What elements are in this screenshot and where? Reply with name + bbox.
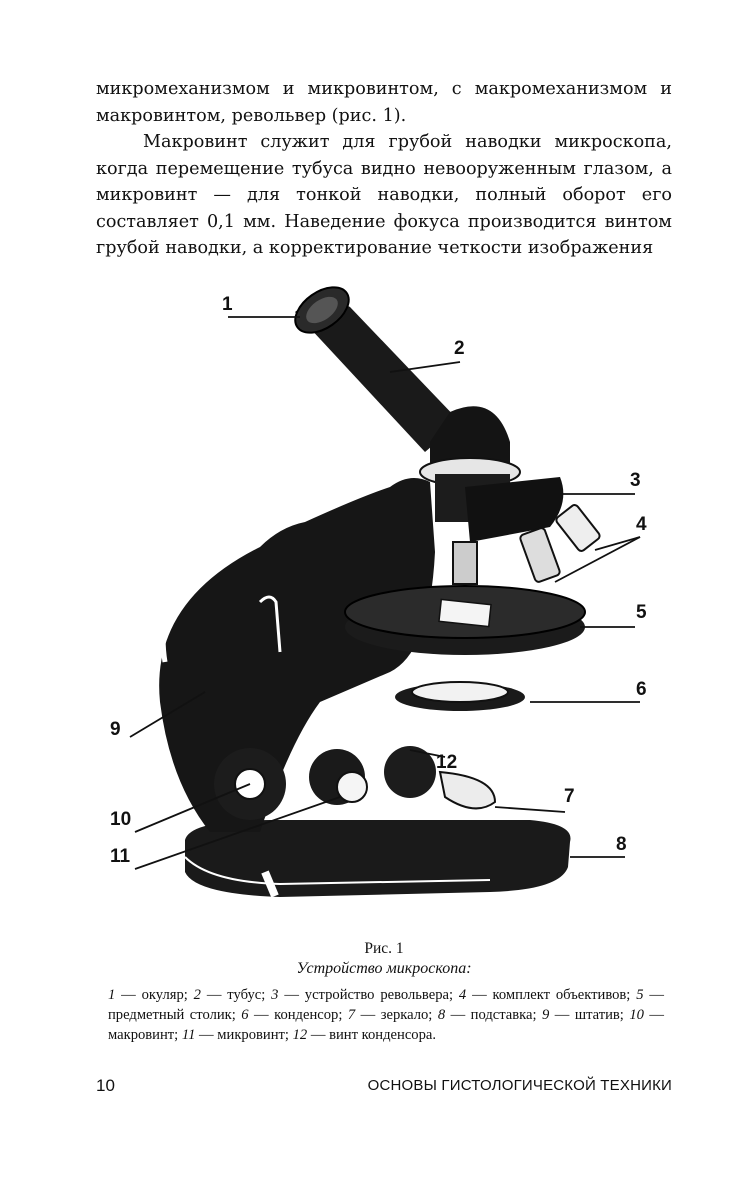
legend-num: 12 bbox=[292, 1027, 308, 1043]
legend-num: 2 bbox=[193, 987, 201, 1003]
label-3: 3 bbox=[630, 470, 641, 491]
legend-num: 5 bbox=[636, 987, 644, 1003]
microscope-illustration bbox=[159, 286, 601, 898]
legend-text: — микровинт; bbox=[195, 1027, 293, 1043]
legend-num: 3 bbox=[271, 987, 279, 1003]
legend-num: 4 bbox=[458, 987, 467, 1003]
legend-num: 7 bbox=[347, 1007, 356, 1023]
microscope-figure: 1 2 3 4 5 6 7 8 9 10 11 12 bbox=[110, 286, 647, 898]
page-number: 10 bbox=[96, 1076, 115, 1095]
legend-text: — комплект объективов; bbox=[466, 987, 637, 1003]
legend-num: 6 bbox=[241, 1007, 249, 1023]
legend-text: — штатив; bbox=[549, 1007, 630, 1023]
legend-text: — зеркало; bbox=[355, 1007, 438, 1023]
label-11: 11 bbox=[110, 846, 131, 867]
legend-num: 1 bbox=[108, 987, 116, 1003]
label-10: 10 bbox=[110, 809, 131, 830]
legend-num: 11 bbox=[181, 1027, 196, 1043]
legend-text: — устройство револьвера; bbox=[278, 987, 459, 1003]
legend-text: — тубус; bbox=[200, 987, 272, 1003]
body-paragraph: Макровинт служит для грубой наводки микр… bbox=[96, 132, 672, 258]
legend-text: — макровинт; bbox=[108, 1007, 664, 1043]
legend-num: 9 bbox=[542, 1007, 550, 1023]
legend-text: — винт конденсора. bbox=[307, 1027, 437, 1043]
figure-legend: 1 — окуляр; 2 — тубус; 3 — устройство ре… bbox=[108, 985, 664, 1045]
legend-text: — конденсор; bbox=[248, 1007, 348, 1023]
legend-text: — предметный столик; bbox=[108, 987, 664, 1023]
label-7: 7 bbox=[564, 786, 575, 807]
legend-num: 8 bbox=[437, 1007, 446, 1023]
figure-caption-label: Рис. 1 bbox=[364, 940, 404, 957]
legend-text: — подставка; bbox=[445, 1007, 543, 1023]
label-4: 4 bbox=[636, 514, 647, 535]
label-2: 2 bbox=[454, 338, 465, 359]
legend-num: 10 bbox=[629, 1007, 644, 1023]
label-1: 1 bbox=[222, 294, 233, 315]
label-5: 5 bbox=[636, 602, 647, 623]
label-12: 12 bbox=[436, 752, 457, 773]
body-paragraph: микромеханизмом и микровинтом, с макроме… bbox=[96, 79, 672, 126]
figure-caption-title: Устройство микроскопа: bbox=[296, 960, 472, 977]
label-8: 8 bbox=[616, 834, 627, 855]
legend-text: — окуляр; bbox=[115, 987, 194, 1003]
label-9: 9 bbox=[110, 719, 121, 740]
label-6: 6 bbox=[636, 679, 647, 700]
running-head: ОСНОВЫ ГИСТОЛОГИЧЕСКОЙ ТЕХНИКИ bbox=[367, 1077, 672, 1094]
